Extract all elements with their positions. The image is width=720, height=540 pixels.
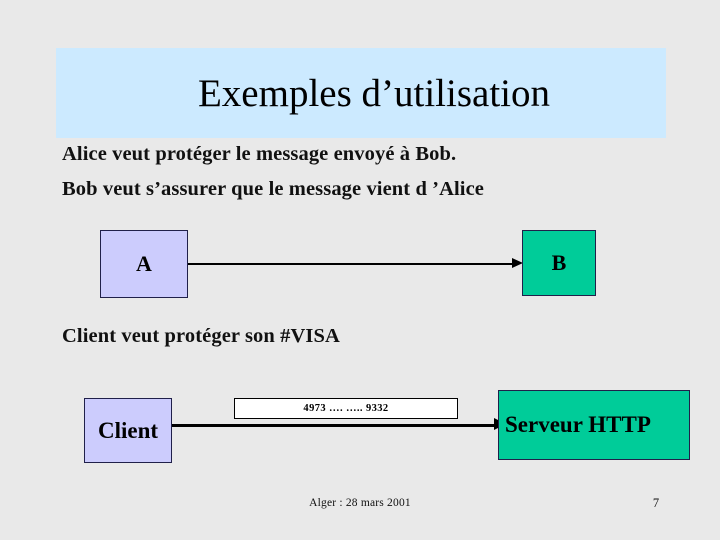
- diagram-node-client-label: Client: [97, 417, 159, 443]
- diagram-node-a-label: A: [136, 251, 152, 276]
- diagram-1-arrow-head-icon: [512, 258, 523, 268]
- body-line-client: Client veut protéger son #VISA: [62, 325, 340, 347]
- page-number: 7: [652, 496, 660, 510]
- diagram-node-serveur-http-label: Serveur HTTP: [505, 412, 651, 437]
- diagram-node-serveur-http[interactable]: Serveur HTTP: [498, 390, 690, 460]
- body-line-alice: Alice veut protéger le message envoyé à …: [62, 143, 457, 165]
- diagram-node-b[interactable]: B: [522, 230, 596, 296]
- diagram-node-b-label: B: [551, 250, 567, 275]
- body-line-bob: Bob veut s’assurer que le message vient …: [62, 178, 484, 200]
- title-band: Exemples d’utilisation: [56, 48, 666, 138]
- diagram-1-arrow-line: [188, 263, 518, 265]
- diagram-2-arrow-line: [172, 424, 499, 427]
- footer-location-date: Alger : 28 mars 2001: [309, 497, 411, 509]
- diagram-node-a[interactable]: A: [100, 230, 188, 298]
- diagram-node-client[interactable]: Client: [84, 398, 172, 463]
- visa-number-label: 4973 …. ….. 9332: [234, 398, 458, 419]
- page-title: Exemples d’utilisation: [197, 71, 551, 115]
